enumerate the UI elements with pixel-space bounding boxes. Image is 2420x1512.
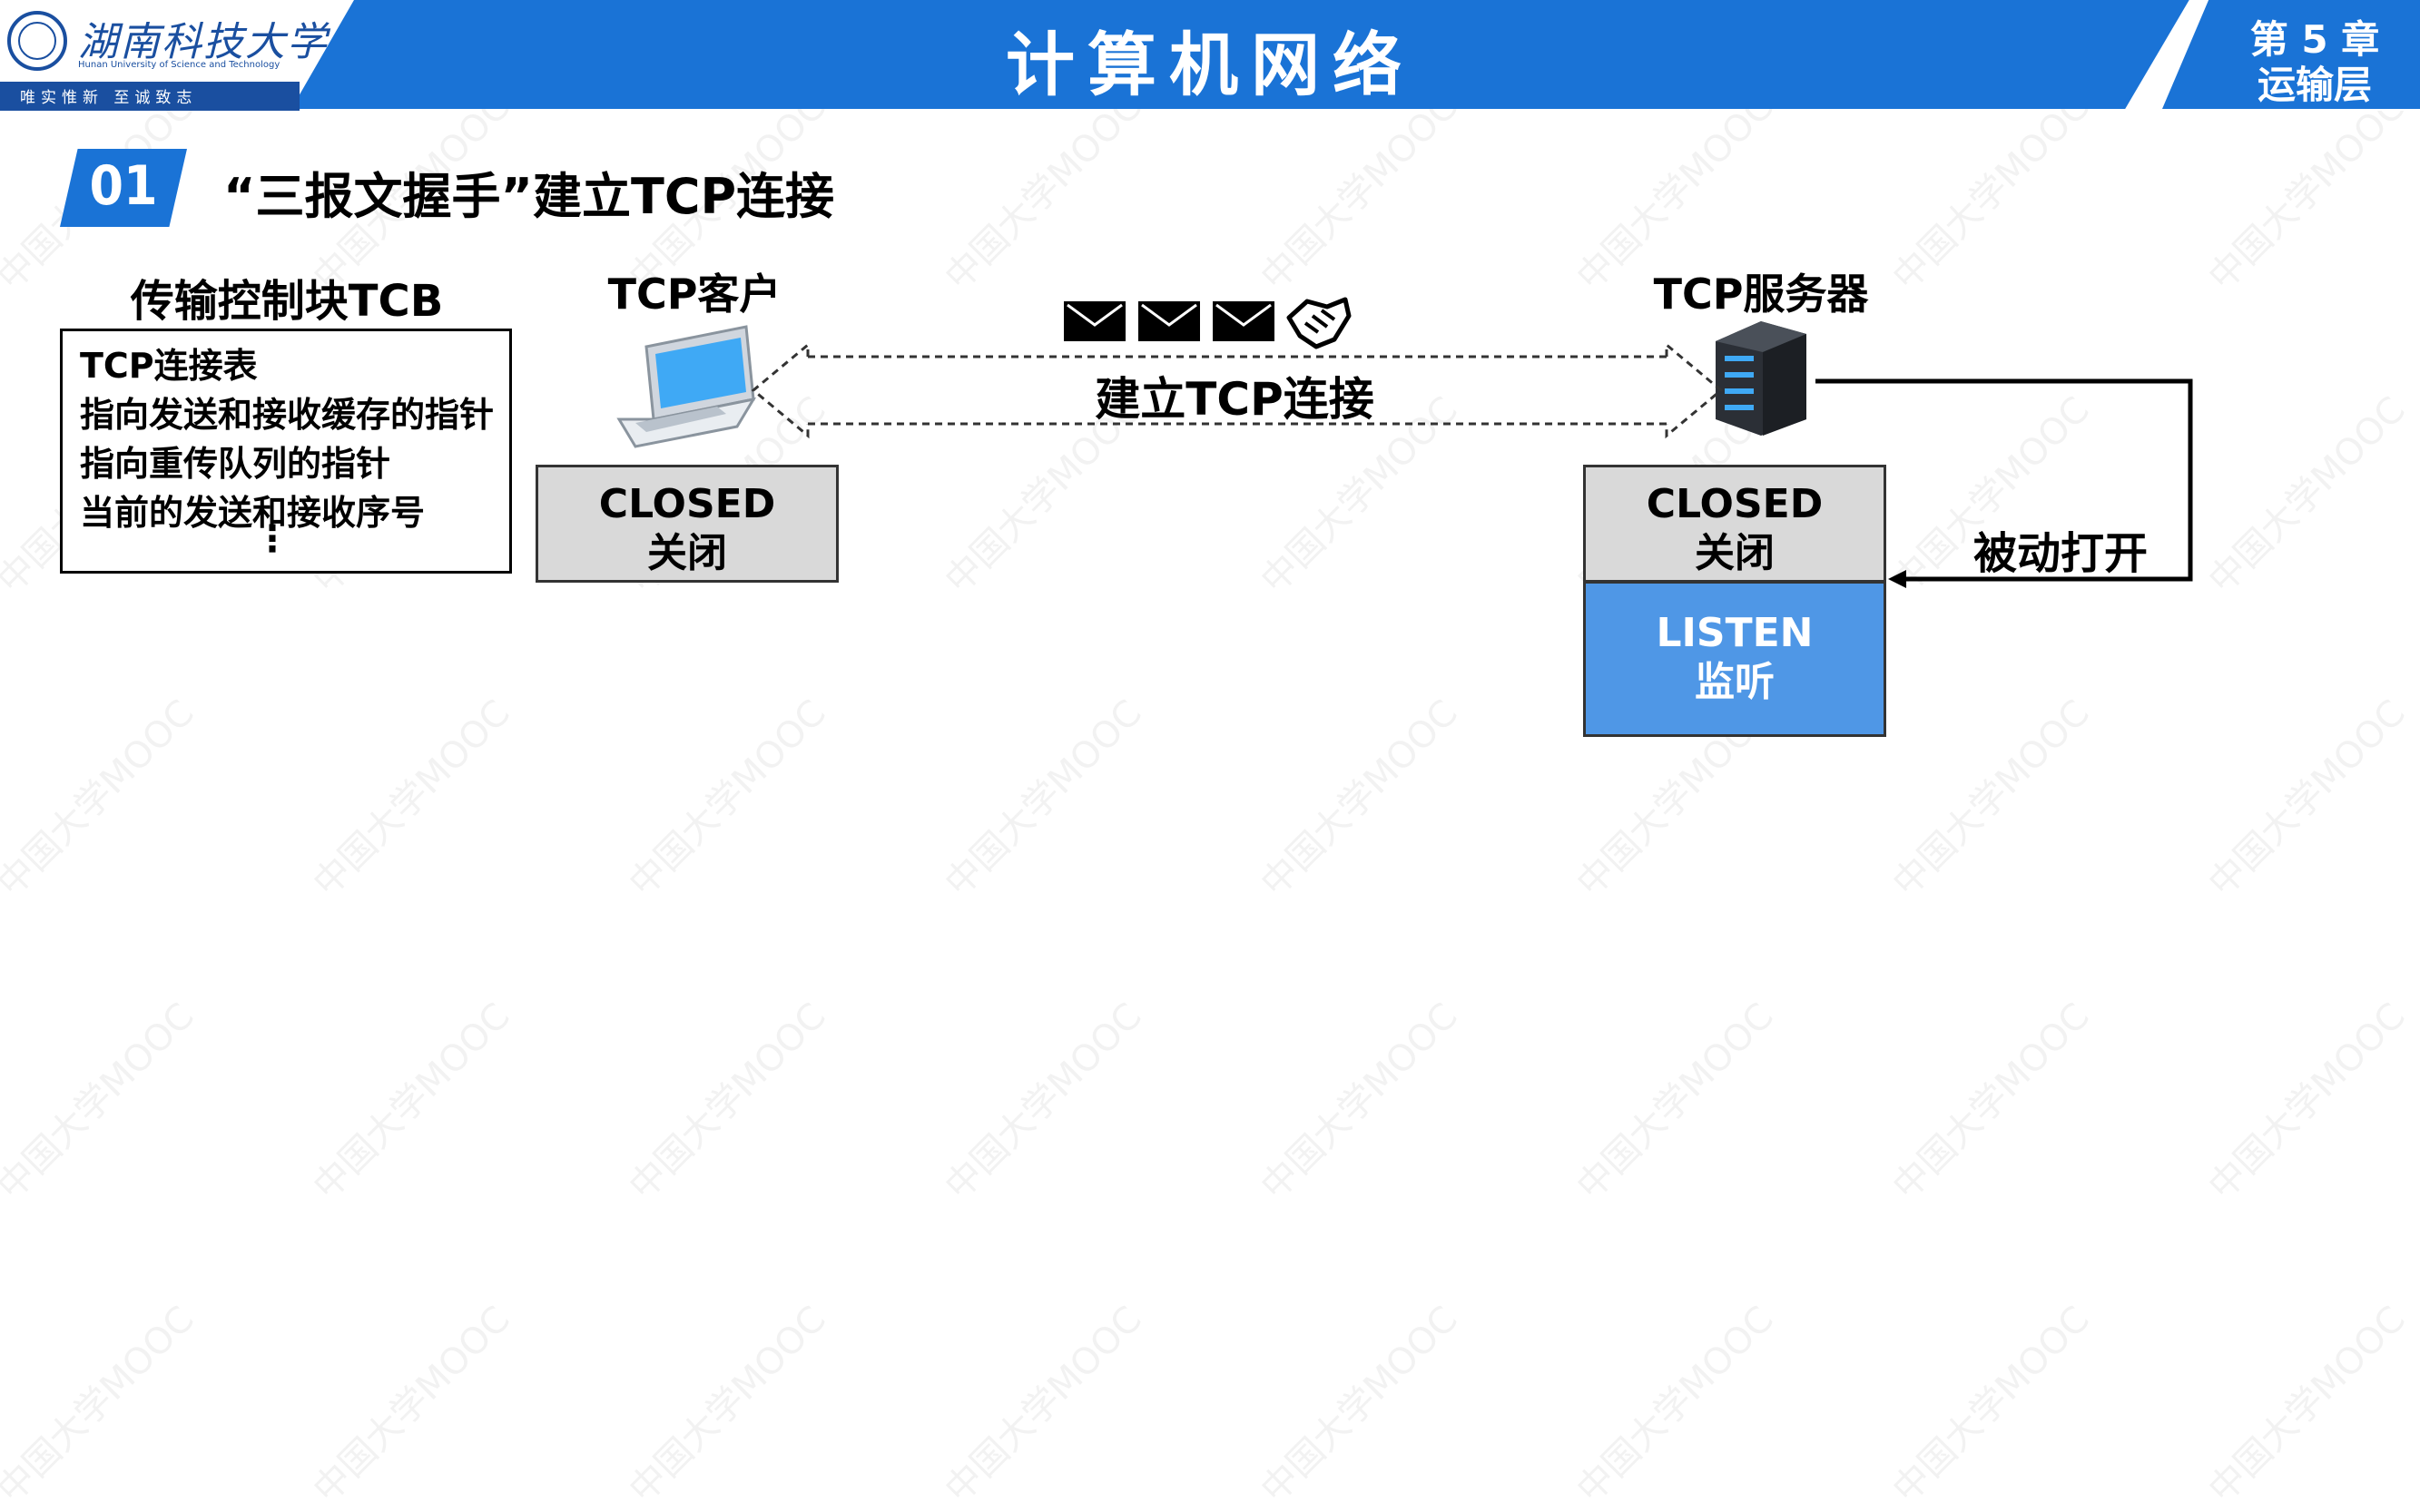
header-bar [0,0,2420,109]
handshake-icon [1286,297,1352,349]
passive-open-label: 被动打开 [1972,528,2148,579]
state-name-cn: 监听 [1695,659,1775,705]
state-name-cn: 关闭 [647,530,727,576]
tcb-title: 传输控制块TCB [130,276,444,327]
tcb-item: 指向重传队列的指针 [80,444,391,484]
message-envelope-icon [1064,301,1126,341]
university-name-cn: 湖南科技大学 [78,19,329,65]
state-name-cn: 关闭 [1695,530,1775,576]
server-state-closed: CLOSED 关闭 [1583,465,1886,583]
state-name-en: CLOSED [1646,481,1824,527]
tcb-item: 当前的发送和接收序号 [80,493,426,533]
passive-open-arrow [1815,378,2193,588]
laptop-icon [616,325,757,448]
university-name-en: Hunan University of Science and Technolo… [78,60,280,70]
client-label: TCP客户 [607,270,782,319]
section-title: “三报文握手”建立TCP连接 [223,168,835,225]
tcb-ellipsis: ⋮ [254,518,290,560]
university-seal-inner [18,22,56,60]
server-state-listen: LISTEN 监听 [1583,581,1886,737]
state-name-en: CLOSED [598,481,776,527]
server-icon [1716,321,1806,436]
server-label: TCP服务器 [1653,270,1869,319]
connection-arrow [751,341,1724,439]
tcb-box [60,329,512,574]
message-envelope-icon [1213,301,1274,341]
connection-label: 建立TCP连接 [1095,373,1374,426]
section-badge [60,149,187,227]
tcb-item: 指向发送和接收缓存的指针 [80,395,495,435]
logo-motto-strip [0,82,300,111]
section-number: 01 [89,154,158,218]
chapter-name: 运输层 [2257,63,2372,107]
message-envelope-icon [1138,301,1200,341]
course-title: 计算机网络 [1006,25,1414,105]
chapter-panel [2162,0,2420,109]
chapter-number: 第 5 章 [2249,17,2380,62]
state-name-en: LISTEN [1656,610,1814,656]
handshake-diagram [616,297,2193,588]
client-state-closed: CLOSED 关闭 [536,465,839,583]
tcb-item: TCP连接表 [80,346,258,386]
logo-motto: 唯实惟新 至诚致志 [20,89,198,107]
